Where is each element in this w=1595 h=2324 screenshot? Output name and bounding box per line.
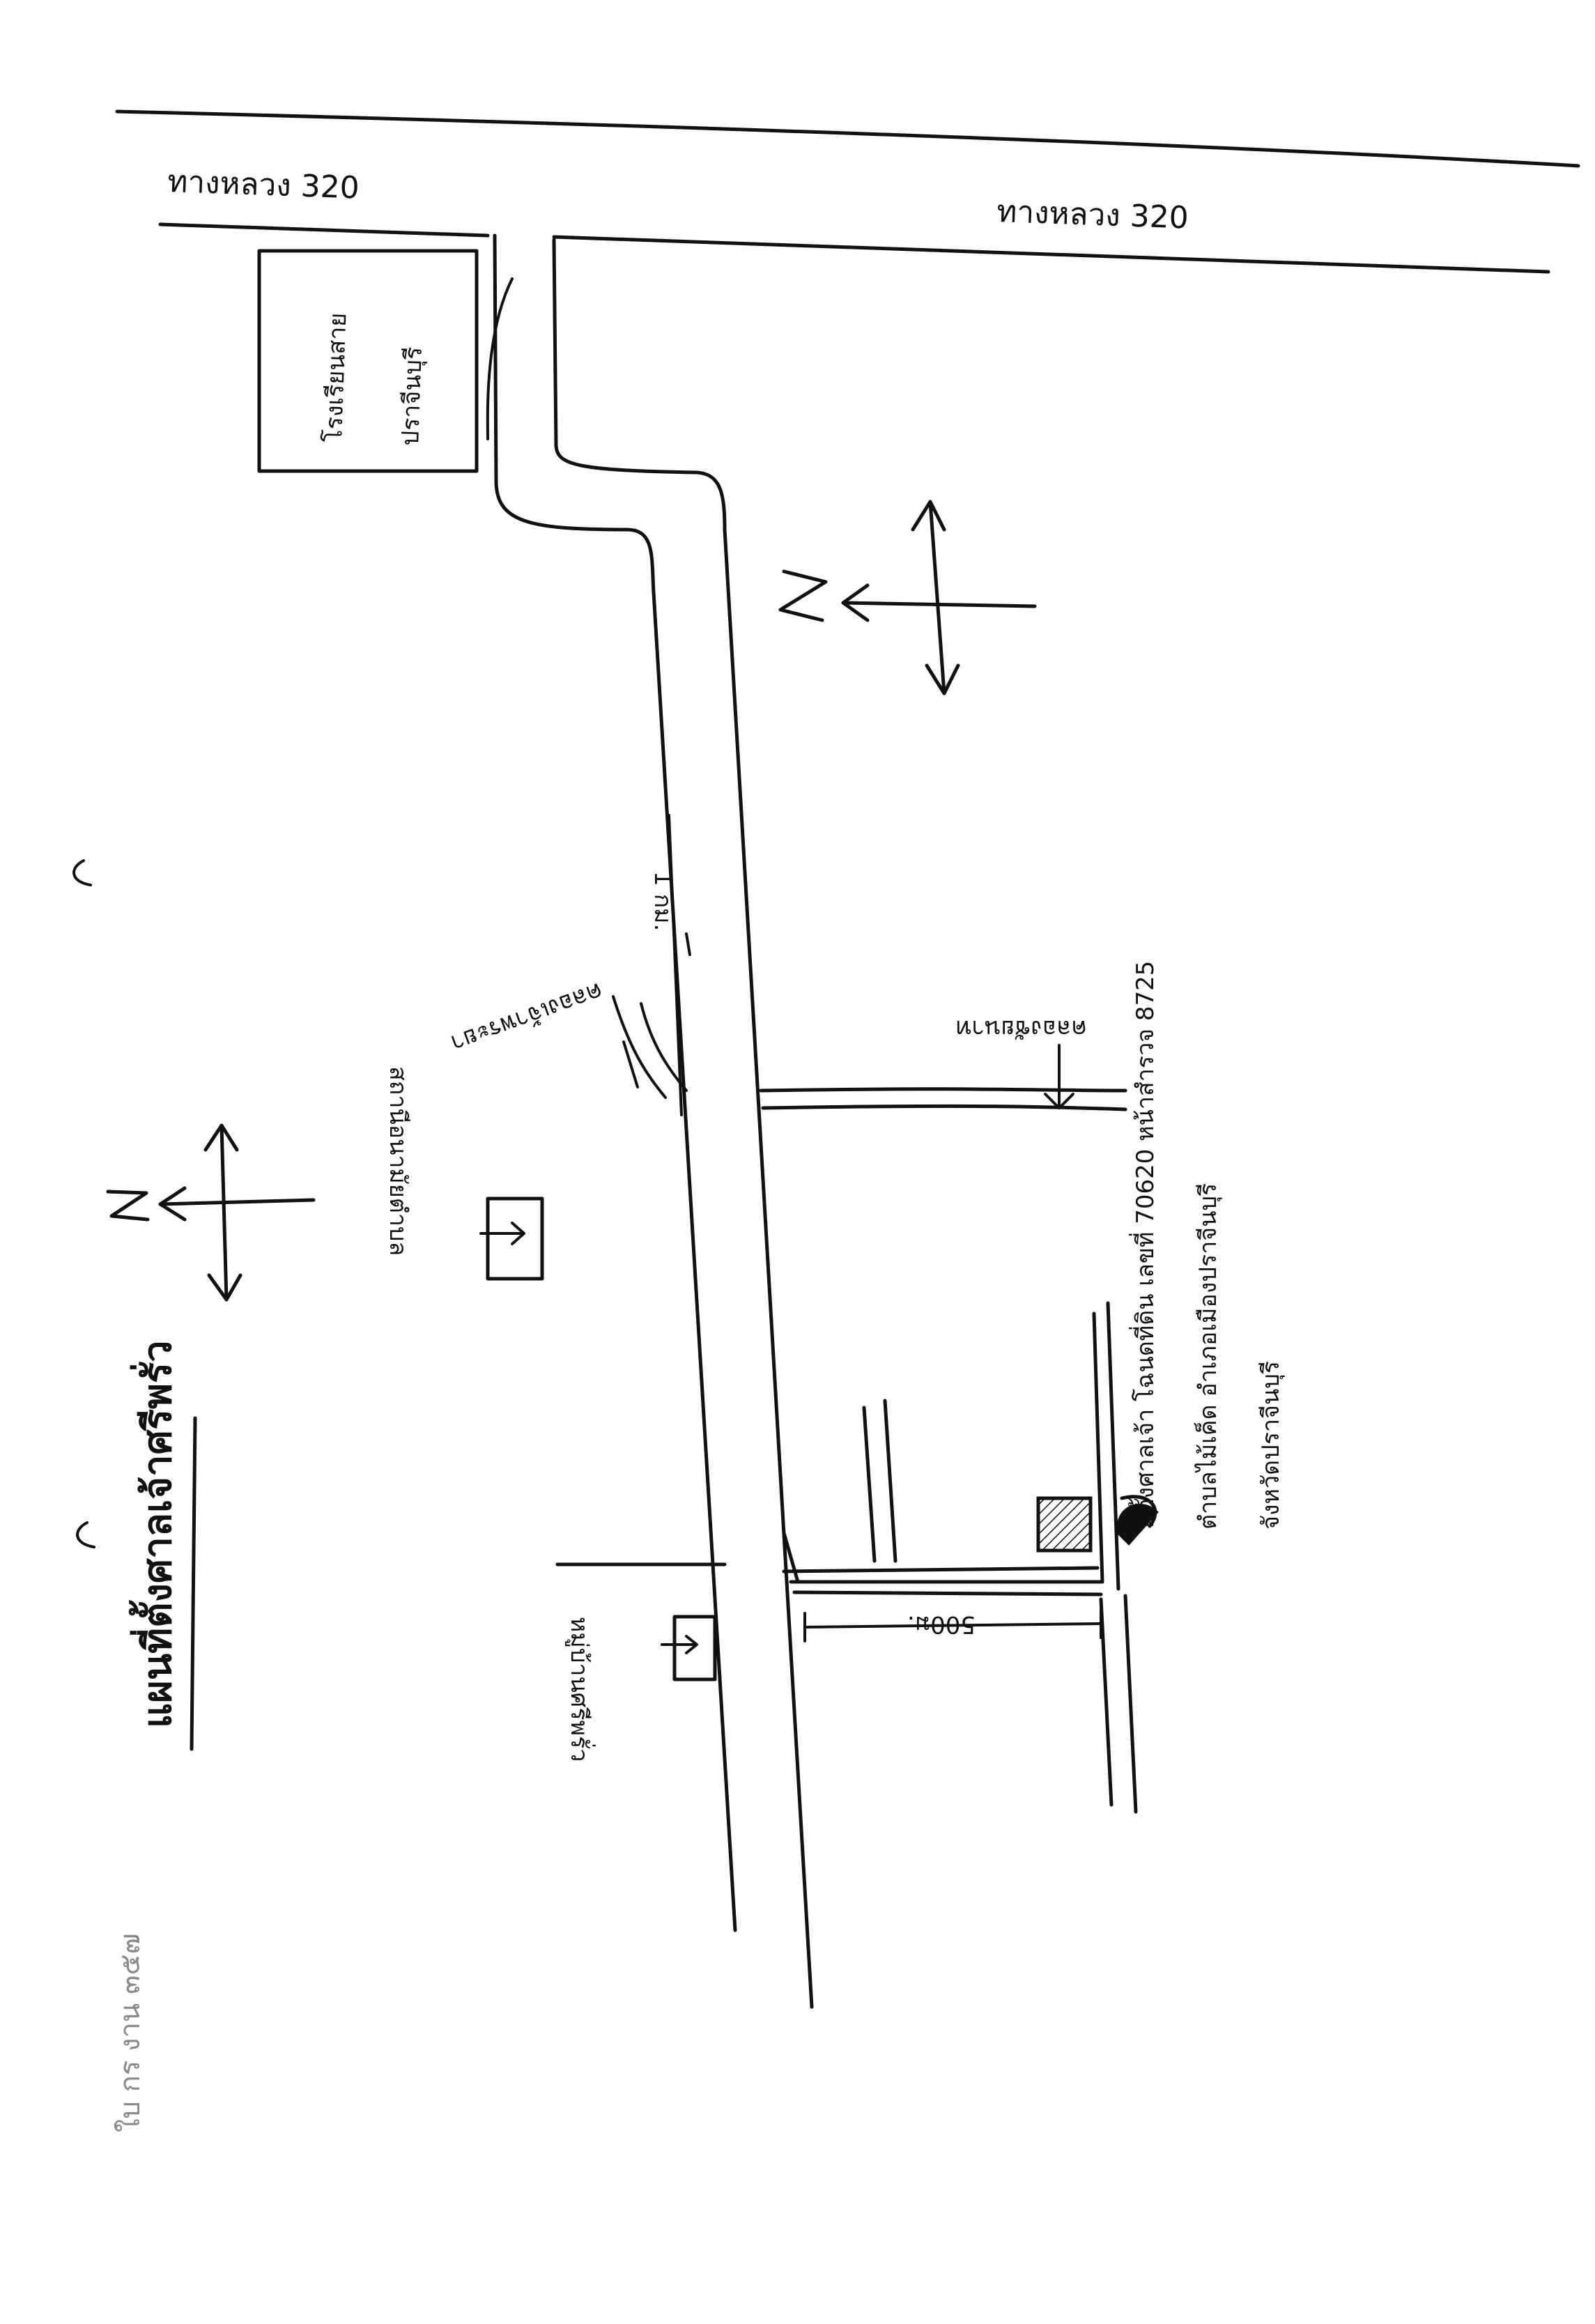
side-roads: [555, 1301, 1138, 1814]
title-underline: [190, 1416, 197, 1751]
distance-marker-main: [668, 814, 691, 1116]
village-sign-box: [661, 1615, 717, 1682]
health-station-box: [479, 1196, 544, 1281]
margin-mark: [72, 859, 92, 886]
site-label-line1: ที่ตั้งศาลเจ้า โฉนดที่ดิน เลขที่ 70620 ห…: [1128, 961, 1159, 1530]
compass-right: [778, 500, 1037, 695]
site-label-line2: ตำบลไม้เค็ด อำเภอเมืองปราจีนบุรี: [1194, 1183, 1222, 1530]
canal-label-right: คลองชัยนาท: [956, 1015, 1087, 1042]
highway-label-left: ทางหลวง 320: [167, 164, 360, 206]
health-station-label: สถานีอนามัยตำบล: [384, 1066, 412, 1256]
margin-mark: [76, 1521, 95, 1548]
canal-label-left: คลองเจ้าพระยา: [447, 977, 607, 1058]
site-parcel: [1036, 1496, 1093, 1553]
canal-left: [612, 995, 688, 1099]
school-box: [257, 249, 479, 473]
main-road: [486, 233, 814, 2009]
school-label-line2: ปราจีนบุรี: [396, 346, 428, 446]
school-label-line1: โรงเรียนสาย: [320, 312, 352, 443]
location-pin-icon: [1116, 1495, 1159, 1546]
compass-left: [106, 1123, 316, 1302]
map-title: แผนที่ตั้งศาลเจ้าศรีพรั่ว: [129, 1340, 180, 1728]
village-sign-label: หมู่บ้านศรีพรั่ว: [565, 1617, 596, 1762]
highway-label-right: ทางหลวง 320: [996, 194, 1189, 236]
distance-label-main: 1 กม.: [649, 871, 677, 931]
distance-marker-bottom: [803, 1608, 1102, 1642]
site-label-line3: จังหวัดปราจีนบุรี: [1257, 1361, 1285, 1530]
canal-right: [759, 1044, 1127, 1111]
corner-note: ใบ กร งาน ๓๕๗: [114, 1933, 146, 2132]
distance-label-bottom: 500ม.: [907, 1610, 976, 1638]
